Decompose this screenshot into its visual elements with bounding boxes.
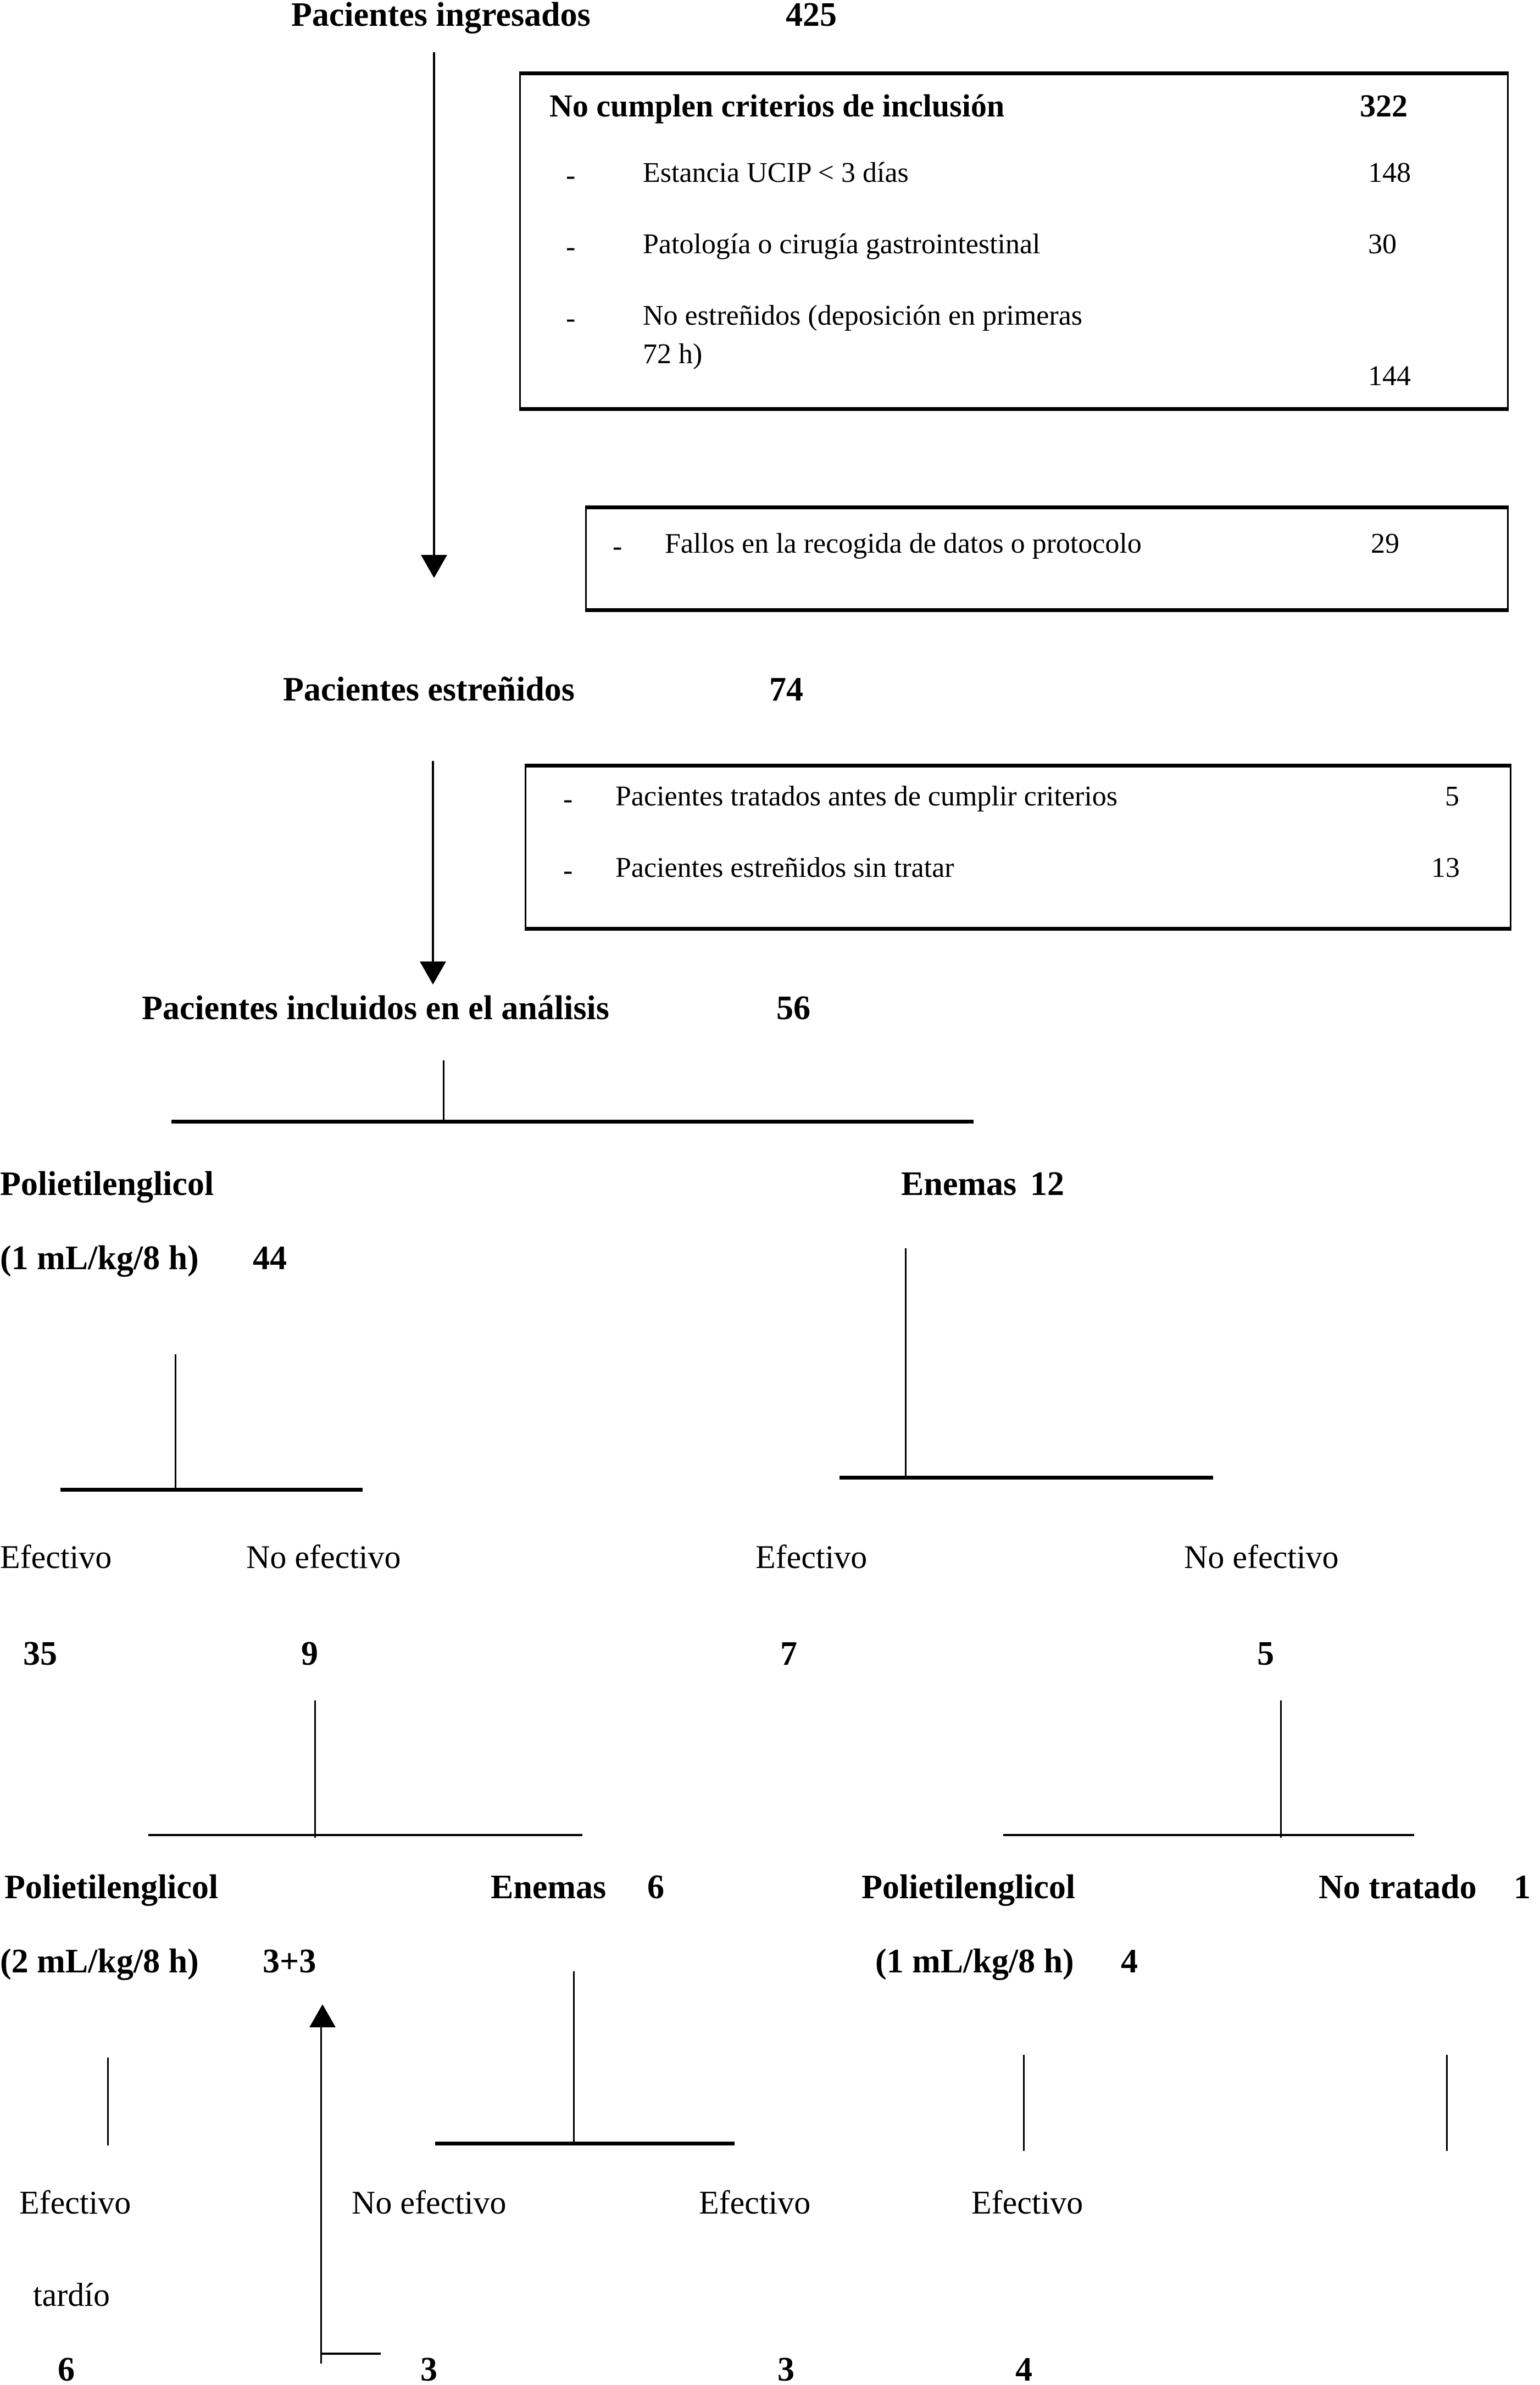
connector-retreat-horizontal [320, 2353, 381, 2355]
connector-retreat-vertical [320, 2027, 322, 2364]
connector-rescue-0-stem [107, 2058, 109, 2145]
node-pacientes-ingresados-label: Pacientes ingresados [291, 0, 591, 34]
node-pacientes-incluidos-value: 56 [776, 989, 810, 1027]
outcome1-3-label: No efectivo [1184, 1539, 1339, 1575]
node-pacientes-estrenidos-label: Pacientes estreñidos [283, 671, 575, 708]
exclusion-box-1-header-label: No cumplen criterios de inclusión [549, 88, 1005, 124]
connector-outcome1-3-stem [1280, 1700, 1282, 1838]
arm-0-label: Polietilenglicol [0, 1165, 214, 1203]
outcome1-3-value: 5 [1257, 1635, 1274, 1672]
exclusion-box-1-item-2-label: No estreñidos (deposición en primeras [643, 300, 1083, 331]
outcome2-0-label-line2: tardío [33, 2277, 110, 2313]
exclusion-box-1 [519, 71, 1509, 411]
exclusion-box-1-item-1-bullet: - [566, 231, 576, 263]
split-bar-arm-1-outcomes [840, 1476, 1213, 1480]
outcome2-3-label: Efectivo [971, 2184, 1083, 2221]
rescue-0-dose: (2 mL/kg/8 h) [0, 1943, 199, 1980]
arm-1-label: Enemas [901, 1165, 1017, 1203]
exclusion-box-3-item-0-label: Pacientes tratados antes de cumplir crit… [615, 781, 1118, 812]
exclusion-box-3-item-0-value: 5 [1445, 781, 1459, 812]
split-bar-rescue-left [148, 1834, 582, 1836]
connector-ingresados-to-estrenidos [433, 52, 435, 574]
rescue-3-label: No tratado [1319, 1869, 1477, 1906]
connector-outcome1-1-stem [314, 1700, 316, 1838]
exclusion-box-1-item-1-label: Patología o cirugía gastrointestinal [643, 229, 1041, 260]
exclusion-box-1-item-2-label-line2: 72 h) [643, 338, 703, 370]
connector-incluidos-stem [443, 1060, 444, 1124]
exclusion-box-2 [585, 505, 1509, 612]
connector-rescue-1-stem [573, 1971, 575, 2144]
outcome1-2-label: Efectivo [755, 1539, 868, 1575]
connector-arm-1-stem [905, 1248, 907, 1478]
rescue-3-value: 1 [1514, 1869, 1531, 1906]
outcome1-1-label: No efectivo [246, 1539, 401, 1575]
exclusion-box-3-item-1-bullet: - [563, 855, 573, 886]
node-pacientes-ingresados-value: 425 [786, 0, 837, 34]
arm-0-dose: (1 mL/kg/8 h) [0, 1239, 199, 1277]
outcome2-2-label: Efectivo [699, 2184, 811, 2221]
exclusion-box-1-item-0-label: Estancia UCIP < 3 días [643, 157, 909, 188]
rescue-1-label: Enemas [491, 1869, 607, 1906]
exclusion-box-3-item-0-bullet: - [563, 783, 573, 815]
outcome2-0-label: Efectivo [19, 2184, 131, 2221]
node-pacientes-estrenidos-value: 74 [769, 671, 803, 708]
outcome2-2-value: 3 [777, 2351, 794, 2385]
split-bar-rescue-1-outcomes [435, 2142, 735, 2145]
connector-estrenidos-to-incluidos [432, 761, 434, 981]
outcome1-2-value: 7 [780, 1635, 797, 1672]
split-bar-treatment-arms [171, 1120, 974, 1124]
exclusion-box-1-item-2-value: 144 [1368, 360, 1411, 392]
exclusion-box-2-item-0-bullet: - [613, 531, 622, 562]
exclusion-box-3-item-1-value: 13 [1431, 852, 1460, 883]
outcome1-0-label: Efectivo [0, 1539, 112, 1575]
arrowhead-down-2 [420, 961, 446, 985]
outcome1-0-value: 35 [23, 1635, 57, 1672]
outcome2-1-value: 3 [420, 2351, 437, 2385]
node-pacientes-incluidos-label: Pacientes incluidos en el análisis [142, 989, 609, 1027]
connector-rescue-3-stem [1446, 2055, 1448, 2151]
exclusion-box-1-item-2-bullet: - [566, 303, 576, 334]
arm-0-value: 44 [253, 1239, 287, 1277]
exclusion-box-3-item-1-label: Pacientes estreñidos sin tratar [615, 852, 954, 883]
rescue-0-label: Polietilenglicol [4, 1869, 219, 1906]
rescue-2-dose: (1 mL/kg/8 h) [875, 1943, 1074, 1980]
outcome2-1-label: No efectivo [352, 2184, 507, 2221]
outcome1-1-value: 9 [301, 1635, 318, 1672]
exclusion-box-1-item-0-bullet: - [566, 160, 576, 191]
exclusion-box-3 [525, 764, 1511, 931]
rescue-1-value: 6 [647, 1869, 664, 1906]
arrowhead-up-retreat [309, 2004, 336, 2027]
split-bar-arm-0-outcomes [60, 1488, 363, 1492]
exclusion-box-1-item-0-value: 148 [1368, 157, 1411, 188]
rescue-0-value: 3+3 [263, 1943, 316, 1980]
exclusion-box-2-item-0-label: Fallos en la recogida de datos o protoco… [665, 528, 1142, 559]
arm-1-value: 12 [1030, 1165, 1064, 1203]
rescue-2-value: 4 [1121, 1943, 1138, 1980]
exclusion-box-2-item-0-value: 29 [1371, 528, 1399, 559]
rescue-2-label: Polietilenglicol [861, 1869, 1076, 1906]
outcome2-0-value: 6 [58, 2351, 75, 2385]
exclusion-box-1-item-1-value: 30 [1368, 229, 1397, 260]
outcome2-3-value: 4 [1015, 2351, 1032, 2385]
split-bar-rescue-right [1003, 1834, 1414, 1836]
arrowhead-down-1 [421, 555, 447, 578]
connector-rescue-2-stem [1023, 2055, 1025, 2151]
connector-arm-0-stem [175, 1354, 176, 1492]
exclusion-box-1-header-value: 322 [1360, 88, 1408, 124]
